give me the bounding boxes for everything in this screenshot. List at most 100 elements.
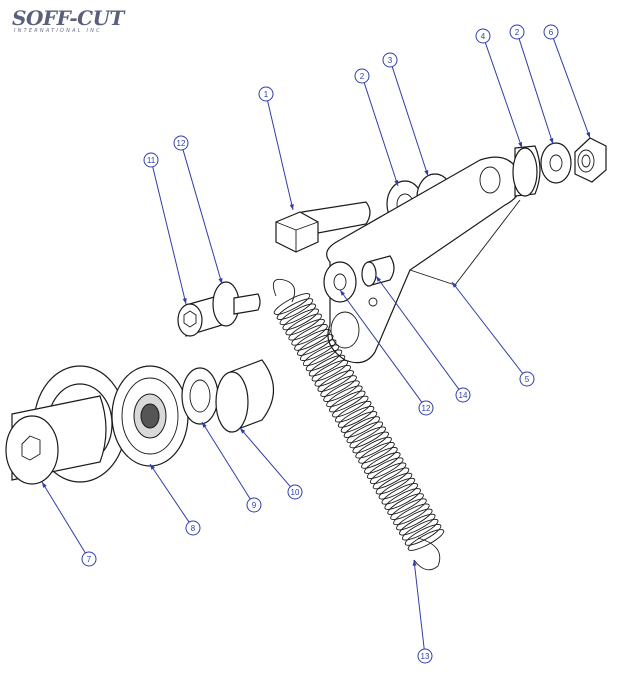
balloon-number: 12	[422, 404, 431, 413]
hex-nut-6	[574, 137, 607, 183]
spring-coil	[407, 529, 445, 551]
spring-coil	[361, 447, 398, 469]
leader-line	[201, 421, 251, 500]
balloon-number: 12	[177, 139, 186, 148]
spring-coil	[349, 426, 386, 449]
spring-coil	[288, 318, 325, 341]
extension-spring-13	[272, 278, 445, 571]
balloon-circle	[173, 135, 189, 151]
balloon-number: 2	[515, 28, 520, 37]
spring-coil	[279, 303, 317, 326]
balloon-number: 10	[291, 488, 300, 497]
leader-line	[339, 289, 423, 403]
balloon-number: 13	[421, 652, 430, 661]
balloon-circle	[185, 520, 201, 536]
balloon-number: 5	[525, 375, 530, 384]
spring-coil	[332, 395, 369, 418]
leader-line	[363, 82, 399, 187]
balloon-circle	[287, 484, 303, 500]
leader-line	[152, 166, 187, 305]
leader-line	[182, 149, 223, 285]
balloon-circle	[143, 152, 159, 168]
callout-balloon-14: 14	[375, 275, 471, 403]
spring-coil	[396, 508, 433, 531]
spring-coil	[393, 503, 430, 526]
spring-coil	[329, 390, 366, 413]
callout-balloon-2a: 2	[354, 68, 399, 187]
spring-coil	[326, 385, 363, 408]
balloon-circle	[81, 551, 97, 567]
leader-line	[267, 100, 294, 211]
callout-balloon-13: 13	[412, 559, 433, 664]
spacer-14	[361, 255, 395, 307]
leader-arrowhead	[289, 204, 294, 210]
callout-balloon-5: 5	[451, 281, 535, 387]
balloon-number: 7	[87, 555, 92, 564]
spring-coil	[364, 452, 401, 474]
balloon-circle	[509, 24, 525, 40]
leader-line	[391, 66, 429, 177]
hex-bolt	[275, 201, 371, 253]
spring-coil	[404, 524, 442, 546]
callout-balloon-12a: 12	[173, 135, 223, 285]
leader-arrowhead	[452, 282, 458, 288]
balloon-circle	[418, 400, 434, 416]
balloon-number: 6	[549, 28, 554, 37]
balloon-circle	[455, 387, 471, 403]
callout-balloon-1: 1	[258, 86, 294, 211]
leader-line	[413, 559, 425, 650]
roller-wheel-7	[5, 365, 127, 485]
spring-coil	[285, 313, 322, 336]
leader-arrowhead	[182, 298, 187, 304]
bushing-4	[512, 145, 541, 197]
balloon-circle	[246, 497, 262, 513]
soff-cut-logo: SOFF-CUT INTERNATIONAL INC	[6, 4, 126, 36]
leader-line	[149, 463, 190, 523]
leader-arrowhead	[424, 170, 429, 176]
callout-balloon-6: 6	[543, 24, 591, 139]
spring-coil	[375, 472, 413, 495]
leader-line	[41, 481, 86, 554]
spring-coil	[355, 436, 392, 459]
spring-coil	[352, 431, 389, 454]
spring-coil	[320, 375, 357, 397]
leader-line	[518, 38, 554, 145]
spring-coil	[317, 370, 354, 392]
callout-balloon-8: 8	[149, 463, 201, 536]
spring-coil	[311, 359, 349, 382]
spring-coil	[381, 482, 419, 505]
spring-coil	[372, 467, 410, 490]
balloon-number: 1	[264, 90, 269, 99]
leader-arrowhead	[240, 428, 246, 434]
spring-coil	[294, 329, 331, 351]
leader-line	[484, 42, 523, 149]
leader-line	[451, 281, 524, 374]
spring-coil	[314, 364, 352, 387]
leader-arrowhead	[218, 278, 223, 284]
leader-arrowhead	[549, 138, 554, 144]
spring-coil	[399, 513, 436, 536]
callout-balloon-11: 11	[143, 152, 187, 305]
balloon-number: 3	[388, 56, 393, 65]
callout-balloon-12b: 12	[339, 289, 434, 416]
washer-12-plate	[323, 261, 357, 303]
spacer-9	[181, 367, 219, 425]
spring-coil	[302, 344, 340, 367]
spring-coil	[387, 493, 424, 515]
balloon-number: 2	[360, 72, 365, 81]
leader-arrowhead	[340, 290, 345, 296]
spring-coil	[297, 334, 334, 356]
balloon-circle	[382, 52, 398, 68]
balloon-circle	[519, 371, 535, 387]
spring-coil	[305, 349, 343, 372]
spring-coil	[390, 498, 427, 521]
spring-coil	[337, 406, 375, 428]
leader-arrowhead	[202, 422, 207, 428]
spring-coil	[340, 411, 378, 433]
spring-coil	[282, 308, 319, 331]
spring-coil	[299, 339, 337, 362]
balloon-circle	[417, 648, 433, 664]
washer-2-right	[540, 142, 572, 184]
